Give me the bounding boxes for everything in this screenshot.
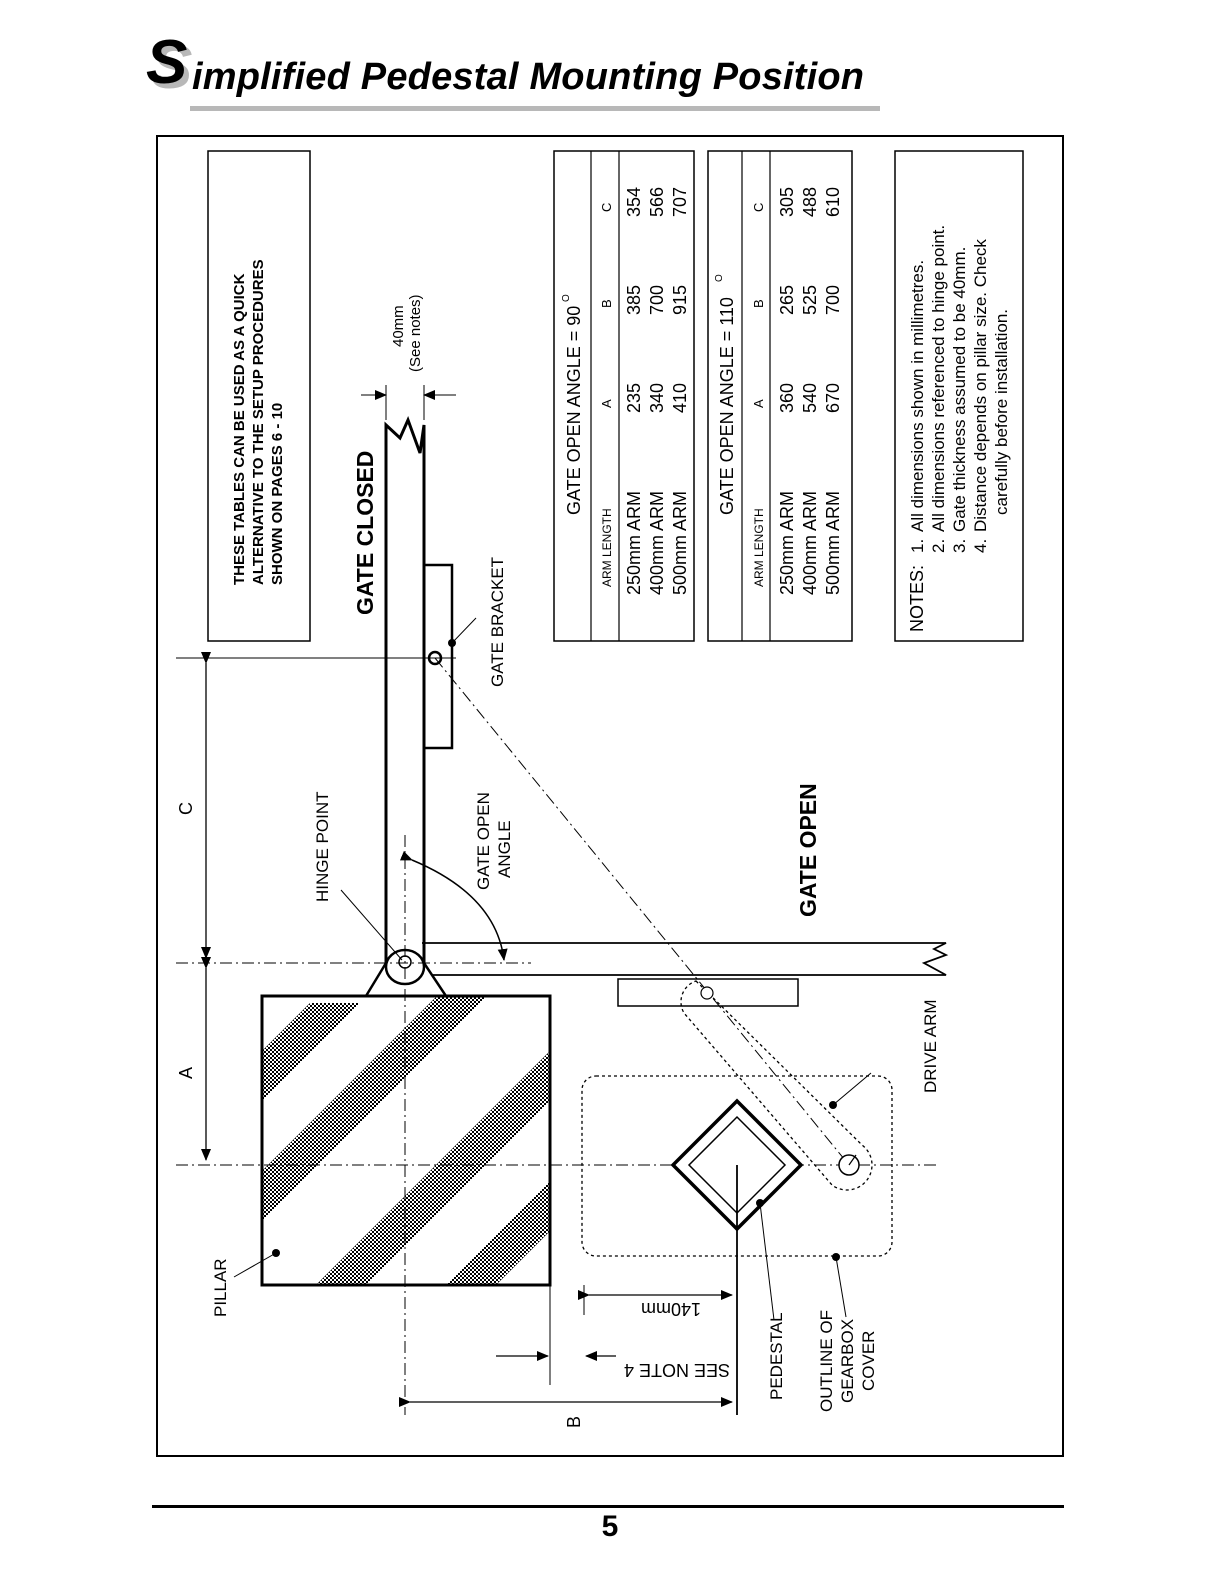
title-underline: [190, 106, 880, 111]
gate-open: [420, 942, 949, 976]
note-4-continued: carefully before installation.: [992, 309, 1011, 515]
table-2-row-2-a: 540: [800, 383, 820, 413]
note-1-text: All dimensions shown in millimetres.: [908, 260, 927, 532]
gate-closed: [384, 415, 426, 963]
gate-bracket-open: [617, 978, 799, 1007]
table-2-row-3-b: 700: [823, 285, 843, 315]
table-1-header-arm: ARM LENGTH: [600, 508, 614, 587]
table-2-header-arm: ARM LENGTH: [752, 508, 766, 587]
table-1-row-1-arm: 250mm ARM: [624, 491, 644, 595]
outline-label-1: OUTLINE OF: [817, 1310, 836, 1412]
mounting-diagram: THESE TABLES CAN BE USED AS A QUICK ALTE…: [156, 135, 1064, 1457]
table-1-header-b: B: [599, 299, 614, 308]
table-1-row-2-c: 566: [647, 187, 667, 217]
outer-border: [156, 135, 1064, 1457]
quick-reference-box: THESE TABLES CAN BE USED AS A QUICK ALTE…: [207, 150, 311, 642]
table-2-row-1-arm: 250mm ARM: [777, 491, 797, 595]
table-1-row-2-arm: 400mm ARM: [647, 491, 667, 595]
table-2-row-1-b: 265: [777, 285, 797, 315]
table-1-row-3-b: 915: [670, 285, 690, 315]
diagram-frame: THESE TABLES CAN BE USED AS A QUICK ALTE…: [156, 135, 1064, 1457]
gate-open-angle-label-2: ANGLE: [495, 820, 514, 878]
page-title: implified Pedestal Mounting Position: [192, 56, 865, 98]
quick-box-line-1: THESE TABLES CAN BE USED AS A QUICK: [231, 273, 248, 585]
note-4-num: 4.: [971, 539, 990, 553]
note-2-text: All dimensions referenced to hinge point…: [929, 225, 948, 532]
table-2-degree: O: [714, 274, 725, 282]
table-1-header-a: A: [599, 399, 614, 408]
dimension-c-label: C: [176, 802, 196, 815]
gate-open-angle-arc: [399, 851, 508, 961]
table-110-degrees: GATE OPEN ANGLE = 110 O ARM LENGTH A B C…: [707, 150, 853, 642]
forty-mm-dimension: [361, 385, 456, 420]
gate-open-angle-label-1: GATE OPEN: [474, 792, 493, 890]
table-1-row-3-arm: 500mm ARM: [670, 491, 690, 595]
table-1-row-1-c: 354: [624, 187, 644, 217]
note-1-num: 1.: [908, 539, 927, 553]
drive-arm-bracket-pivot: [700, 986, 714, 1000]
pillar-label: PILLAR: [211, 1258, 230, 1317]
table-2-header-c: C: [751, 203, 766, 212]
see-note-4-label: SEE NOTE 4: [624, 1360, 730, 1380]
hinge: [363, 948, 449, 998]
quick-box-line-2: ALTERNATIVE TO THE SETUP PROCEDURES: [250, 259, 267, 585]
table-2-header-b: B: [751, 299, 766, 308]
note-3-num: 3.: [950, 539, 969, 553]
table-2-row-2-c: 488: [800, 187, 820, 217]
table-2-header-a: A: [751, 399, 766, 408]
table-2-row-3-a: 670: [823, 383, 843, 413]
table-1-row-1-a: 235: [624, 383, 644, 413]
table-2-row-2-b: 525: [800, 285, 820, 315]
pillar: [260, 994, 552, 1287]
table-1-row-3-c: 707: [670, 187, 690, 217]
dimension-a-label: A: [176, 1067, 196, 1079]
page-header: S implified Pedestal Mounting Position: [146, 32, 886, 122]
table-2-title: GATE OPEN ANGLE = 110: [717, 297, 737, 515]
table-1-row-2-a: 340: [647, 383, 667, 413]
table-1-title: GATE OPEN ANGLE = 90: [564, 306, 584, 515]
table-1-header-c: C: [599, 203, 614, 212]
table-2-row-3-c: 610: [823, 187, 843, 217]
gate-bracket-label: GATE BRACKET: [488, 557, 507, 687]
table-2-row-1-a: 360: [777, 383, 797, 413]
table-2-row-1-c: 305: [777, 187, 797, 217]
notes-heading: NOTES:: [907, 565, 927, 632]
gate-bracket: [422, 563, 454, 750]
quick-box-line-3: SHOWN ON PAGES 6 - 10: [269, 403, 286, 585]
gate-closed-label: GATE CLOSED: [352, 451, 378, 615]
drive-arm: [680, 980, 873, 1191]
outline-label-2: GEARBOX: [838, 1319, 857, 1403]
table-2-row-2-arm: 400mm ARM: [800, 491, 820, 595]
forty-mm-label: 40mm: [390, 305, 407, 347]
note-3-text: Gate thickness assumed to be 40mm.: [950, 247, 969, 532]
see-notes-label: (See notes): [407, 294, 424, 372]
center-lines: [176, 657, 936, 1415]
page-number: 5: [601, 1510, 619, 1543]
table-1-degree: O: [561, 294, 572, 302]
note-4-text: Distance depends on pillar size. Check: [971, 239, 990, 532]
notes-box: NOTES: 1. All dimensions shown in millim…: [894, 150, 1024, 642]
table-1-row-2-b: 700: [647, 285, 667, 315]
hinge-point-label: HINGE POINT: [313, 791, 332, 902]
pedestal-label: PEDESTAL: [767, 1312, 786, 1400]
table-1-row-3-a: 410: [670, 383, 690, 413]
title-initial: S: [146, 28, 188, 97]
gate-open-label: GATE OPEN: [795, 783, 821, 917]
table-90-degrees: GATE OPEN ANGLE = 90 O ARM LENGTH A B C …: [553, 150, 695, 642]
table-2-row-3-arm: 500mm ARM: [823, 491, 843, 595]
footer-rule: [152, 1505, 1064, 1508]
drive-arm-label: DRIVE ARM: [921, 999, 940, 1093]
table-1-row-1-b: 385: [624, 285, 644, 315]
one-forty-label: 140mm: [641, 1299, 701, 1319]
note-2-num: 2.: [929, 539, 948, 553]
outline-label-3: COVER: [859, 1331, 878, 1391]
dimension-b-label: B: [564, 1416, 584, 1428]
